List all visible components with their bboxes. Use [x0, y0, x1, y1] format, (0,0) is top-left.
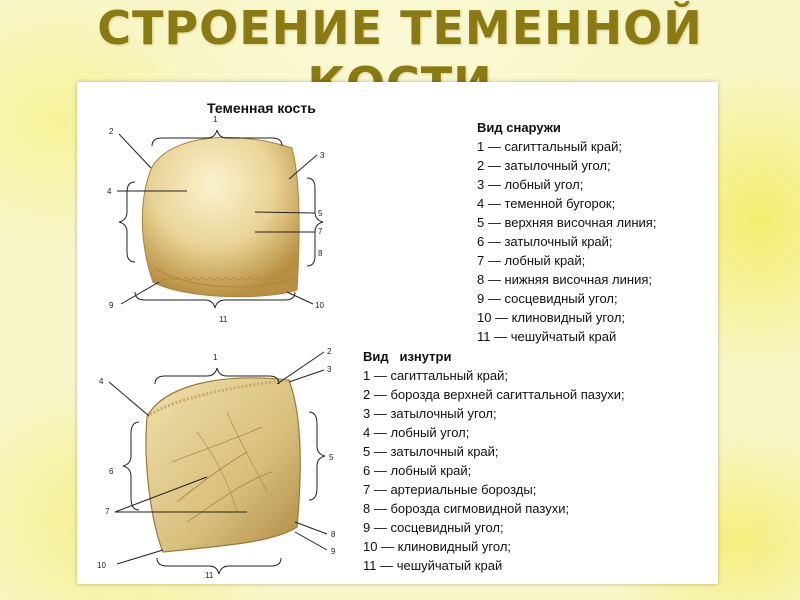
outer-num-1: 1 — [213, 115, 218, 124]
inner-legend-item: 4 — лобный угол; — [363, 425, 470, 440]
outer-num-4: 4 — [107, 187, 112, 196]
outer-legend-item: 11 — чешуйчатый край — [477, 329, 617, 344]
inner-legend-item: 6 — лобный край; — [363, 463, 472, 478]
inner-num-5: 5 — [329, 453, 334, 462]
outer-legend-item: 10 — клиновидный угол; — [477, 310, 626, 325]
outer-legend-item: 5 — верхняя височная линия; — [477, 215, 657, 230]
outer-num-11: 11 — [219, 315, 228, 324]
inner-num-6: 6 — [109, 467, 114, 476]
outer-num-3: 3 — [320, 151, 325, 160]
inner-legend-item: 3 — затылочный угол; — [363, 406, 497, 421]
inner-legend-item: 8 — борозда сигмовидной пазухи; — [363, 501, 570, 516]
inner-num-11: 11 — [205, 571, 214, 580]
inner-legend-item: 9 — сосцевидный угол; — [363, 520, 504, 535]
inner-view-legend: Вид изнутри 1 — сагиттальный край; 2 — б… — [363, 347, 625, 575]
outer-num-8: 8 — [318, 249, 323, 258]
inner-legend-item: 5 — затылочный край; — [363, 444, 499, 459]
outer-number-labels: 1 2 3 4 5 7 8 9 10 11 — [107, 115, 325, 324]
outer-legend-item: 4 — теменной бугорок; — [477, 196, 616, 211]
outer-num-9: 9 — [109, 301, 114, 310]
slide-title: СТРОЕНИЕ ТЕМЕННОЙ КОСТИ — [97, 1, 703, 88]
inner-num-3: 3 — [327, 365, 332, 374]
inner-bone — [145, 377, 301, 553]
outer-legend-item: 7 — лобный край; — [477, 253, 586, 268]
inner-number-labels: 1 2 4 3 5 6 7 8 9 10 11 — [97, 347, 336, 580]
outer-num-7: 7 — [318, 227, 323, 236]
outer-bone — [141, 136, 300, 298]
inner-view-heading: Вид изнутри — [363, 349, 452, 364]
outer-num-5: 5 — [318, 209, 323, 218]
inner-num-10: 10 — [97, 561, 106, 570]
inner-legend-item: 11 — чешуйчатый край — [363, 558, 503, 573]
outer-legend-item: 6 — затылочный край; — [477, 234, 613, 249]
outer-legend-item: 2 — затылочный угол; — [477, 158, 611, 173]
outer-annotations — [117, 129, 324, 309]
figure-panel: Теменная кость — [77, 82, 718, 584]
inner-num-1: 1 — [213, 353, 218, 362]
outer-legend-item: 3 — лобный угол; — [477, 177, 584, 192]
inner-num-8: 8 — [331, 530, 336, 539]
bone-illustrations: 1 2 3 4 5 7 8 9 10 11 — [97, 115, 336, 580]
inner-num-4: 4 — [99, 377, 104, 386]
inner-annotations — [108, 351, 328, 575]
figure-title: Теменная кость — [207, 100, 316, 116]
outer-legend-item: 8 — нижняя височная линия; — [477, 272, 652, 287]
outer-view-legend: Вид снаружи 1 — сагиттальный край; 2 — з… — [477, 118, 656, 346]
inner-num-7: 7 — [105, 507, 110, 516]
inner-legend-item: 1 — сагиттальный край; — [363, 368, 508, 383]
outer-num-2: 2 — [109, 127, 114, 136]
inner-legend-item: 2 — борозда верхней сагиттальной пазухи; — [363, 387, 625, 402]
outer-view-heading: Вид снаружи — [477, 120, 561, 135]
inner-num-2: 2 — [327, 347, 332, 356]
outer-legend-item: 1 — сагиттальный край; — [477, 139, 622, 154]
inner-legend-item: 10 — клиновидный угол; — [363, 539, 512, 554]
inner-num-9: 9 — [331, 547, 336, 556]
outer-legend-item: 9 — сосцевидный угол; — [477, 291, 618, 306]
inner-legend-item: 7 — артериальные борозды; — [363, 482, 537, 497]
outer-num-10: 10 — [315, 301, 324, 310]
